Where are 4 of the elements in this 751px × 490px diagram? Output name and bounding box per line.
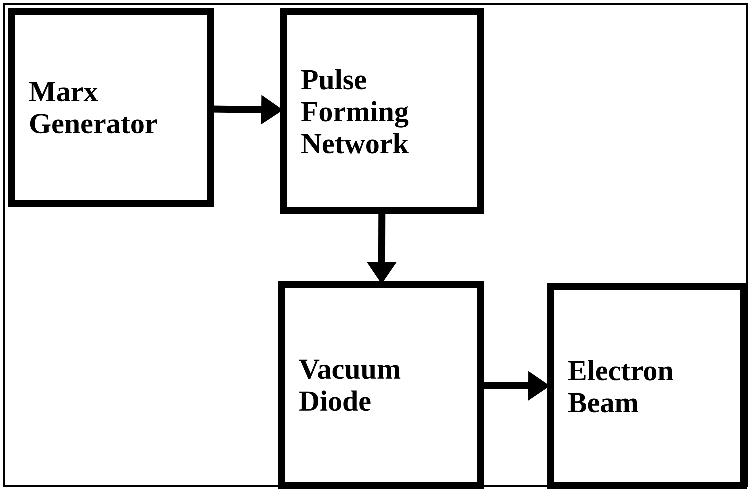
process-box: Pulse Forming Network [280, 8, 484, 214]
process-box: Marx Generator [8, 8, 214, 208]
process-box: Vacuum Diode [278, 282, 484, 490]
process-box: Electron Beam [548, 284, 748, 490]
